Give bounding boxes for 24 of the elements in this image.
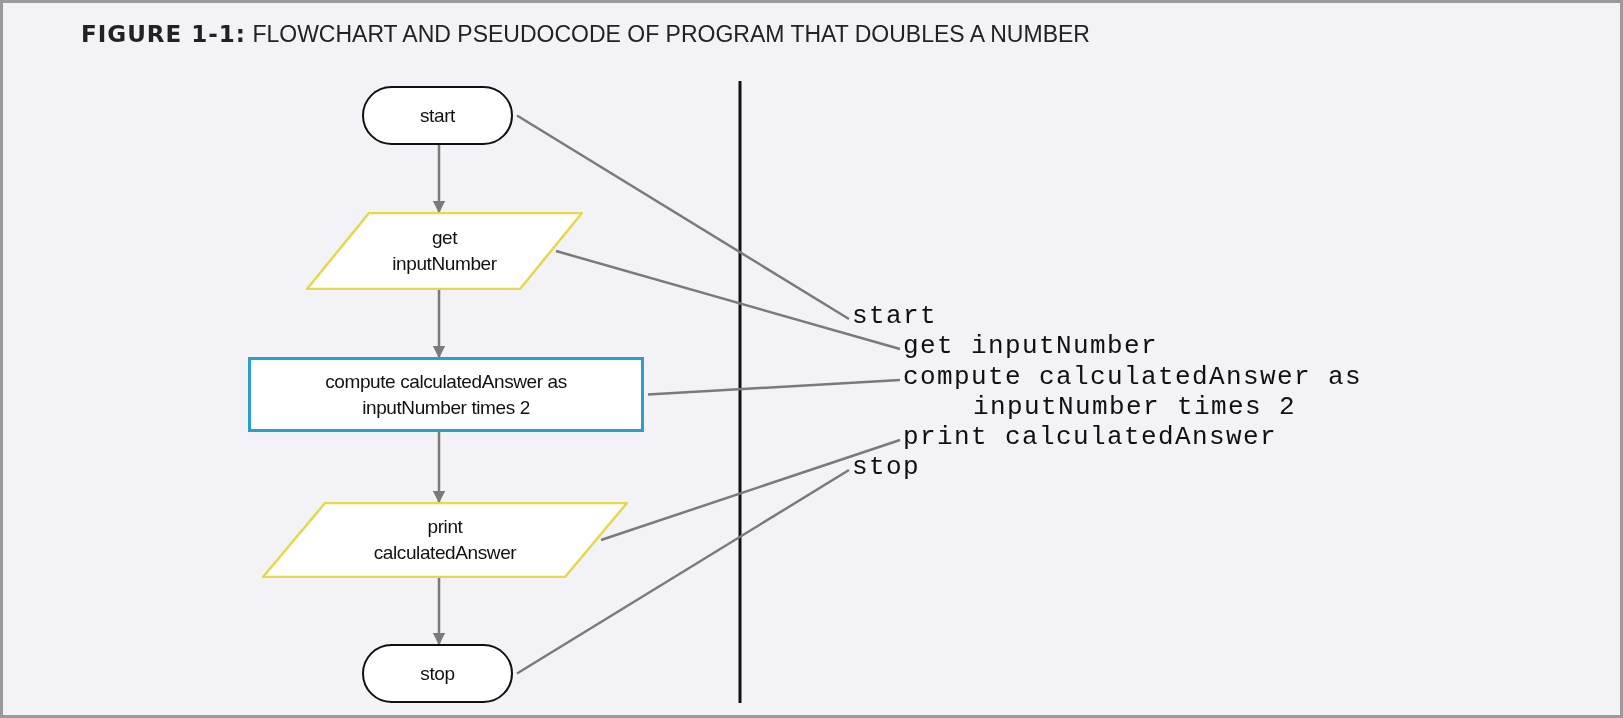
leader-line — [516, 468, 850, 675]
arrow — [432, 290, 446, 359]
pseudocode-line: get inputNumber — [903, 331, 1159, 361]
figure-title: FIGURE 1-1: FLOWCHART AND PSEUDOCODE OF PROGRAM THAT DOUBLES A NUMBER — [81, 21, 1090, 48]
step-label: compute calculatedAnswer as inputNumber times 2 — [324, 369, 568, 420]
pseudocode-line: print calculatedAnswer — [903, 422, 1278, 452]
leader-line — [600, 438, 901, 542]
arrow — [432, 578, 446, 646]
step-label: get inputNumber — [391, 226, 498, 276]
input-output-parallelogram — [262, 502, 628, 578]
terminal-shape — [362, 86, 513, 145]
arrow — [432, 145, 446, 214]
process-box — [248, 357, 644, 432]
pseudocode-line: stop — [852, 452, 920, 482]
leader-line — [516, 114, 850, 321]
step-label: print calculatedAnswer — [372, 515, 518, 565]
leader-line — [647, 378, 901, 396]
leader-line — [555, 249, 901, 351]
input-output-parallelogram — [306, 212, 583, 290]
step-label: start — [420, 103, 455, 128]
pseudocode-line: start — [852, 301, 937, 331]
step-label: stop — [420, 661, 455, 686]
terminal-shape — [362, 644, 513, 703]
arrow — [432, 432, 446, 504]
